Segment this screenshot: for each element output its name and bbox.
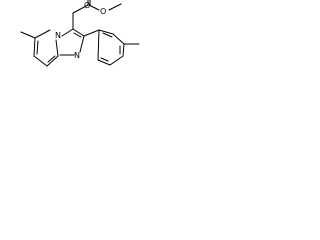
molecule-diagram: N N O O (20, 0, 140, 67)
atom-label-o-carbonyl: O (84, 1, 90, 10)
tolyl-ring (83, 29, 125, 66)
atom-label-o-ester: O (100, 7, 106, 16)
ring-methyl-group (20, 31, 36, 39)
atom-label-n-bridgehead: N (55, 31, 61, 40)
atom-label-n-imine: N (74, 51, 80, 60)
ester-side-chain (72, 0, 122, 30)
imidazole-ring (59, 28, 85, 56)
pyridine-ring (33, 29, 59, 67)
